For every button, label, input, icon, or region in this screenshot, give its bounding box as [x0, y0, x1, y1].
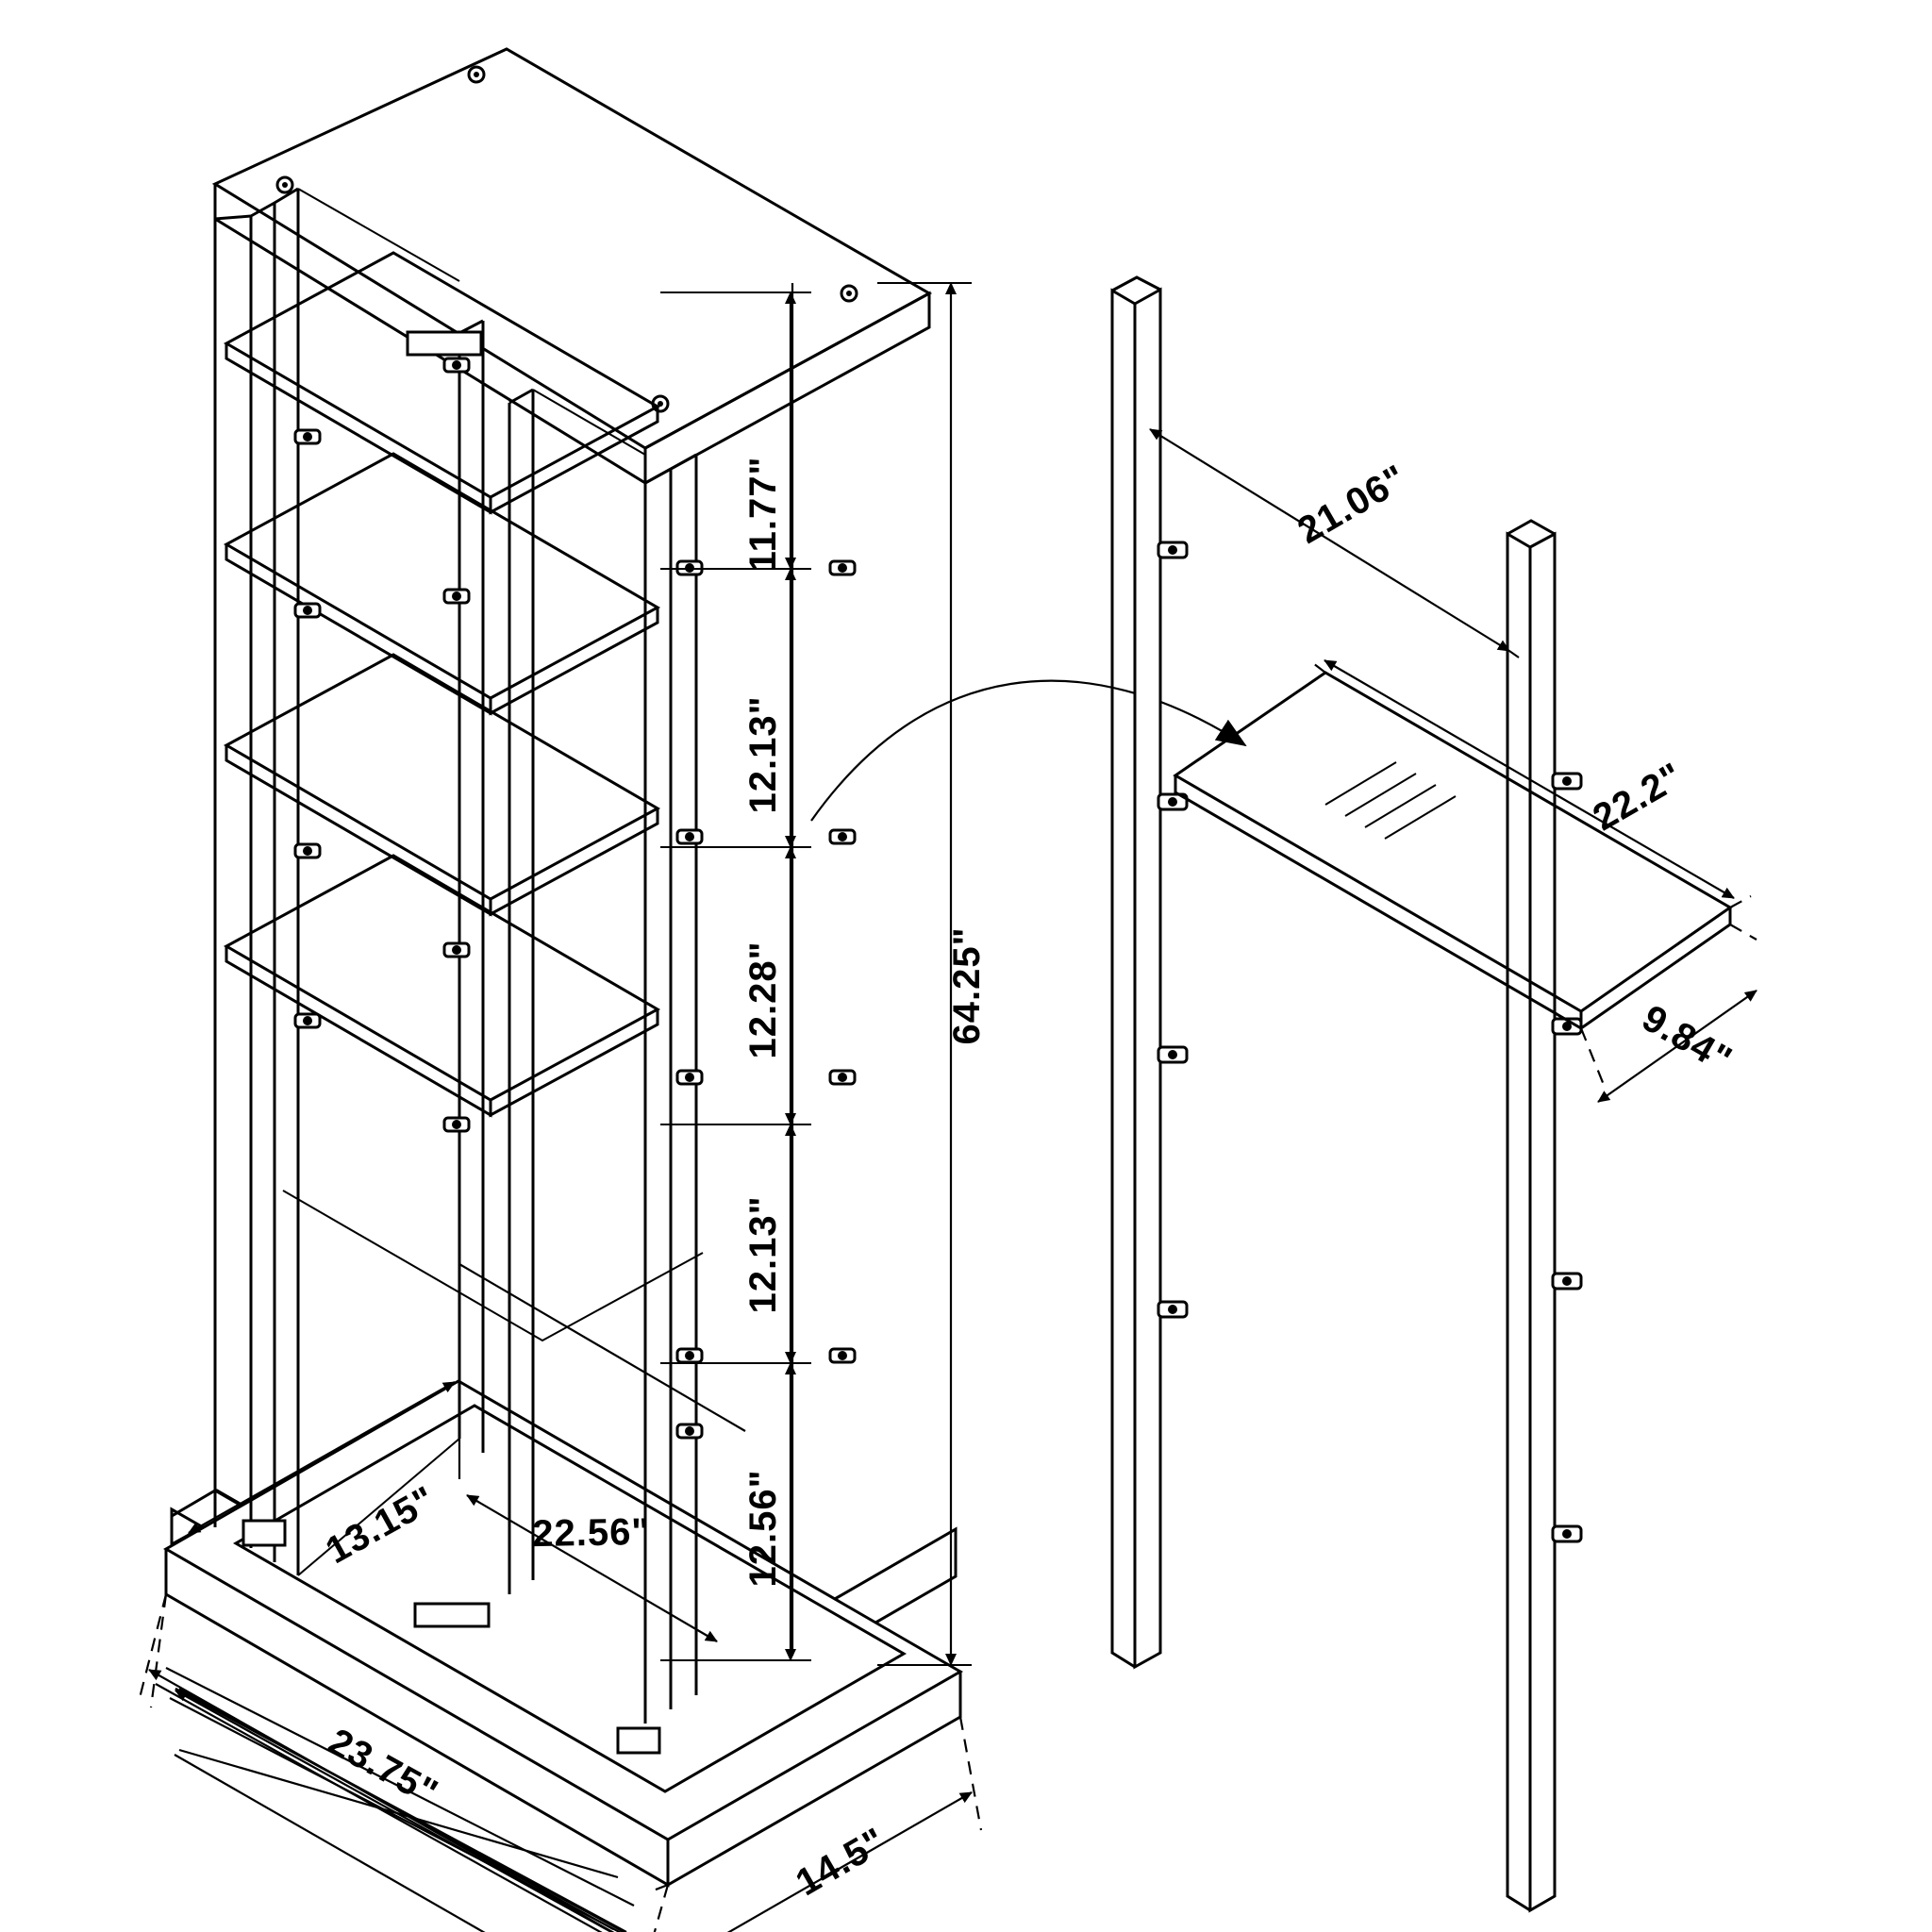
- glass-shelf-1: [223, 251, 661, 515]
- shelf-width-dimension: [1308, 659, 1752, 908]
- screw-hole-icon: [275, 175, 294, 194]
- lower-dimension-set: [138, 1593, 983, 1932]
- panel-height-dimension: [1149, 428, 1520, 658]
- screw-hole-icon: [474, 72, 479, 77]
- dim-label-22-56: 22.56": [532, 1511, 651, 1555]
- detail-post-right: [1506, 519, 1583, 1913]
- dim-label-22-2: 22.2": [1586, 755, 1690, 839]
- dim-label-9-84: 9.84": [1635, 997, 1739, 1081]
- exploded-detail: [1110, 275, 1757, 1913]
- dim-label-12-56: 12.56": [742, 1469, 784, 1587]
- dim-label-12-28: 12.28": [742, 941, 784, 1058]
- detail-glass-shelf: [1173, 671, 1733, 1031]
- dim-label-21-06: 21.06": [1291, 457, 1413, 552]
- hinge-plate: [616, 1726, 661, 1755]
- dim-label-12-13-upper: 12.13": [742, 695, 784, 813]
- screw-hole-icon: [467, 65, 486, 84]
- shelf-height-dimension-chain: [660, 283, 811, 1661]
- dim-label-11-77: 11.77": [742, 457, 784, 573]
- hinge-plate: [242, 1519, 287, 1547]
- glass-shelf-5: [282, 1190, 704, 1342]
- screw-hole-icon: [846, 291, 852, 296]
- detail-post-left: [1110, 275, 1189, 1670]
- shelf-depth-dimension: [1579, 924, 1757, 1103]
- screw-hole-icon: [658, 401, 663, 407]
- glass-shelf-2: [223, 452, 661, 716]
- hinge-plate: [413, 1602, 491, 1628]
- callout-arrow: [810, 679, 1247, 822]
- cabinet-base-panel: [162, 1379, 964, 1888]
- glass-shelf-3: [223, 653, 661, 917]
- screw-hole-icon: [282, 182, 288, 188]
- cabinet-assembly: [138, 47, 1247, 1932]
- glass-shelf-4: [223, 854, 661, 1118]
- dim-label-12-13-lower: 12.13": [742, 1195, 784, 1313]
- hinge-plate: [406, 330, 483, 357]
- dim-label-14-5: 14.5": [789, 1820, 892, 1904]
- overall-height-dimension: [877, 282, 972, 1666]
- dim-label-64-25: 64.25": [946, 926, 988, 1044]
- screw-hole-icon: [840, 284, 858, 303]
